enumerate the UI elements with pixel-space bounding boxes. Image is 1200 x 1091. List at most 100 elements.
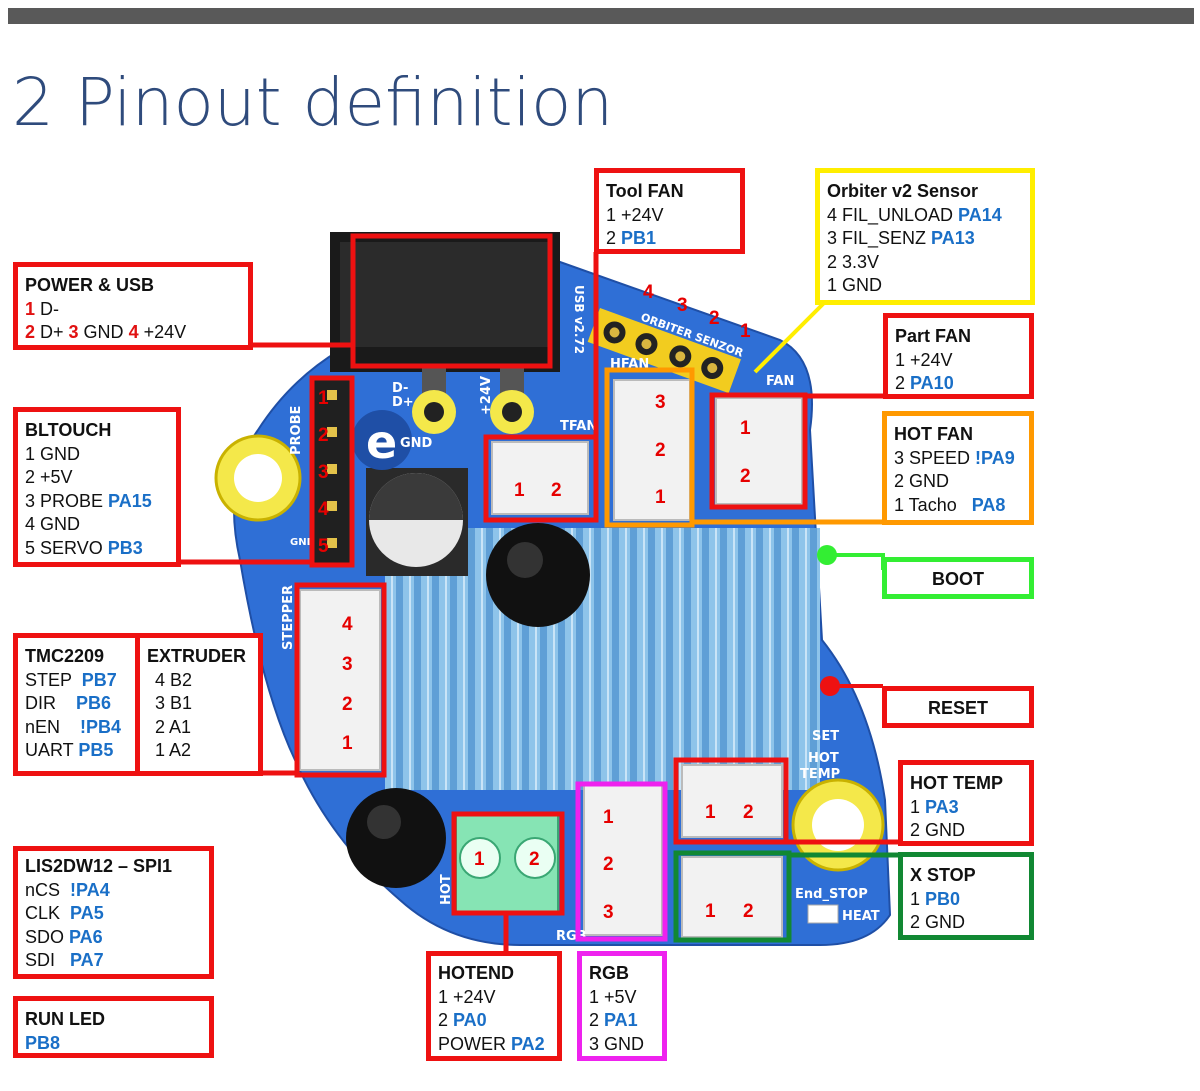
silk-hottemp2: TEMP bbox=[800, 767, 840, 782]
black-knob-bottom bbox=[346, 788, 446, 888]
power-usb-title: POWER & USB bbox=[25, 275, 155, 295]
silk-endstop: End_STOP bbox=[795, 887, 868, 902]
xstop-pin-1: 1 bbox=[705, 901, 716, 922]
orbiter-pin-4: 4 bbox=[643, 282, 654, 303]
frame-rgb bbox=[575, 781, 668, 942]
silk-hottemp1: HOT bbox=[808, 751, 839, 766]
hot-temp-line1: 1 PA3 bbox=[910, 796, 959, 817]
logo-badge bbox=[352, 410, 412, 470]
hotend-pin-1: 1 bbox=[474, 849, 485, 870]
rgb-pin-3: 3 bbox=[603, 902, 614, 923]
pfan-pin-2: 2 bbox=[740, 466, 751, 487]
probe-pin-3: 3 bbox=[318, 462, 329, 483]
rgb-line3: 3 GND bbox=[589, 1033, 645, 1054]
silk-tfan: TFAN bbox=[560, 419, 597, 434]
rgb-pin-1: 1 bbox=[603, 807, 614, 828]
black-knob-top bbox=[486, 523, 590, 627]
frame-xstop bbox=[673, 850, 792, 943]
x-stop-title: X STOP bbox=[910, 865, 976, 885]
stepper-pin-3: 3 bbox=[342, 654, 353, 675]
orbiter-line4: 1 GND bbox=[827, 275, 883, 295]
tmc2209-box: TMC2209 STEP PB7 DIR PB6 nEN !PB4 UART P… bbox=[13, 633, 140, 776]
bltouch-title: BLTOUCH bbox=[25, 420, 112, 440]
silk-gnd2: GND bbox=[290, 537, 315, 548]
tmc-nen: nEN !PB4 bbox=[25, 716, 122, 737]
rgb-title: RGB bbox=[589, 963, 629, 983]
orbiter-sensor-box: Orbiter v2 Sensor 4 FIL_UNLOAD PA14 3 FI… bbox=[815, 168, 1035, 305]
hot-temp-box: HOT TEMP 1 PA3 2 GND bbox=[898, 760, 1034, 846]
run-led-pin: PB8 bbox=[25, 1032, 61, 1053]
silk-usb: USB v2.72 bbox=[572, 285, 586, 354]
part-fan-box: Part FAN 1 +24V 2 PA10 bbox=[883, 313, 1034, 399]
lis-sdo: SDO PA6 bbox=[25, 926, 103, 947]
top-bar bbox=[8, 8, 1194, 24]
x-stop-line2: 2 GND bbox=[910, 912, 966, 932]
extruder-box: EXTRUDER 4 B2 3 B1 2 A1 1 A2 bbox=[135, 633, 263, 776]
rgb-box: RGB 1 +5V 2 PA1 3 GND bbox=[577, 951, 667, 1061]
silk-hot: HOT bbox=[439, 874, 454, 905]
hot-temp-title: HOT TEMP bbox=[910, 773, 1003, 793]
tmc-uart: UART PB5 bbox=[25, 740, 114, 760]
rgb-line2: 2 PA1 bbox=[589, 1010, 638, 1030]
frame-usb bbox=[350, 233, 553, 369]
xstop-pin-2: 2 bbox=[743, 901, 754, 922]
silk-set: SET bbox=[812, 729, 839, 744]
tool-fan-line1: 1 +24V bbox=[606, 204, 664, 225]
probe-pin-2: 2 bbox=[318, 425, 329, 446]
power-usb-line1: 1 D- bbox=[25, 298, 60, 319]
reset-box: RESET bbox=[882, 686, 1034, 728]
hotend-line2: 2 PA0 bbox=[438, 1010, 487, 1030]
lis-clk: CLK PA5 bbox=[25, 903, 104, 923]
silk-dm: D- bbox=[392, 381, 408, 396]
probe-pin-5: 5 bbox=[318, 536, 329, 557]
boot-title: BOOT bbox=[932, 569, 984, 589]
heat-led bbox=[807, 904, 839, 924]
logo-letter: e bbox=[366, 415, 397, 469]
tool-fan-title: Tool FAN bbox=[606, 181, 684, 201]
stepper-pin-2: 2 bbox=[342, 694, 353, 715]
lis-ncs: nCS !PA4 bbox=[25, 879, 110, 900]
hfan-pin-3: 3 bbox=[655, 392, 666, 413]
part-fan-title: Part FAN bbox=[895, 326, 972, 346]
bltouch-line5: 5 SERVO PB3 bbox=[25, 537, 143, 558]
hot-fan-line1: 3 SPEED !PA9 bbox=[894, 447, 1015, 468]
orbiter-header bbox=[587, 308, 741, 394]
lis2dw12-box: LIS2DW12 – SPI1 nCS !PA4 CLK PA5 SDO PA6… bbox=[13, 846, 214, 979]
tmc-title: TMC2209 bbox=[25, 646, 105, 666]
extruder-title: EXTRUDER bbox=[147, 646, 247, 666]
boot-box: BOOT bbox=[882, 557, 1034, 599]
orbiter-pin-1: 1 bbox=[740, 321, 751, 342]
frame-probe bbox=[309, 375, 355, 568]
run-led-box: RUN LED PB8 bbox=[13, 996, 214, 1058]
silk-24v: +24V bbox=[479, 376, 494, 415]
tfan-pin-1: 1 bbox=[514, 480, 525, 501]
tmc-dir: DIR PB6 bbox=[25, 693, 112, 713]
page-title: 2 Pinout definition bbox=[12, 64, 614, 141]
bltouch-line4: 4 GND bbox=[25, 514, 81, 534]
hot-fan-title: HOT FAN bbox=[894, 424, 973, 444]
probe-pin-1: 1 bbox=[318, 388, 329, 409]
orbiter-pin-3: 3 bbox=[677, 295, 688, 316]
orbiter-title: Orbiter v2 Sensor bbox=[827, 181, 979, 201]
jst-connectors bbox=[299, 379, 803, 938]
silk-stepper: STEPPER bbox=[281, 585, 296, 650]
power-usb-line2: 2 D+ 3 GND 4 +24V bbox=[25, 322, 187, 342]
silk-dp: D+ bbox=[392, 395, 414, 410]
x-stop-box: X STOP 1 PB0 2 GND bbox=[898, 852, 1034, 940]
extruder-line3: 2 A1 bbox=[155, 716, 192, 737]
part-fan-line1: 1 +24V bbox=[895, 349, 953, 370]
stepper-pin-4: 4 bbox=[342, 614, 353, 635]
hottemp-pin-2: 2 bbox=[743, 802, 754, 823]
rgb-pin-2: 2 bbox=[603, 854, 614, 875]
bltouch-line3: 3 PROBE PA15 bbox=[25, 490, 152, 511]
hot-fan-box: HOT FAN 3 SPEED !PA9 2 GND 1 Tacho PA8 bbox=[882, 411, 1034, 525]
hotend-title: HOTEND bbox=[438, 963, 514, 983]
orbiter-line3: 2 3.3V bbox=[827, 251, 880, 272]
extruder-line4: 1 A2 bbox=[155, 740, 192, 760]
frame-hottemp bbox=[673, 757, 789, 845]
silk-gnd: GND bbox=[400, 436, 433, 451]
orbiter-pin-2: 2 bbox=[709, 308, 720, 329]
frame-stepper bbox=[294, 582, 387, 778]
tfan-pin-2: 2 bbox=[551, 480, 562, 501]
